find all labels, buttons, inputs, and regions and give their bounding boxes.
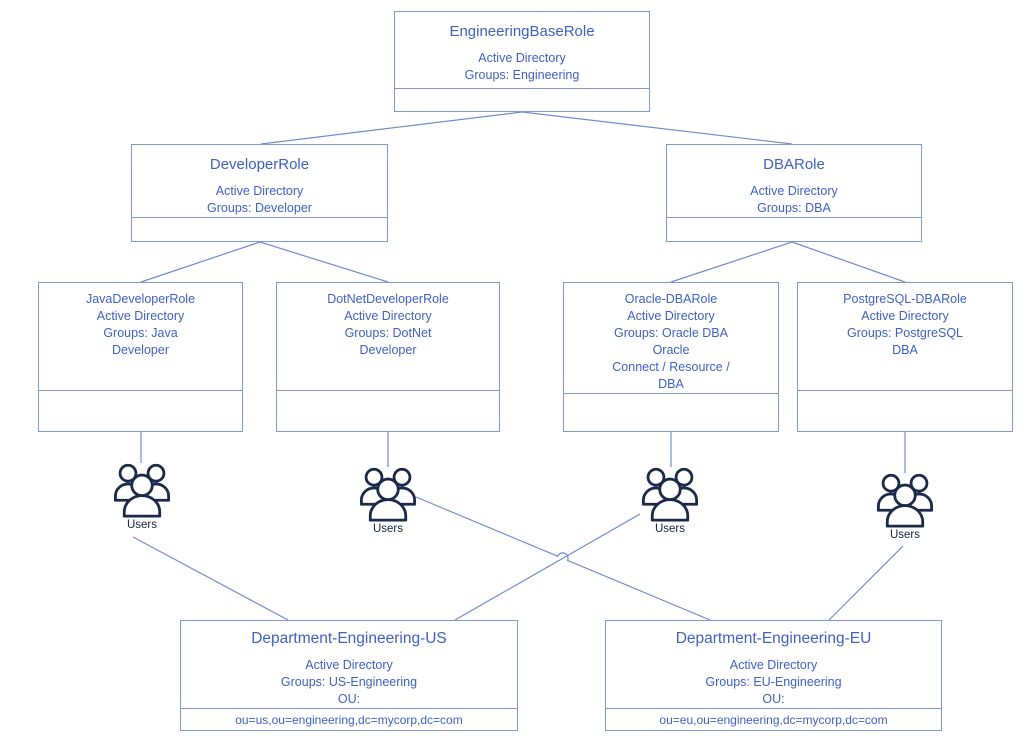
edge-oracle-users-to-dept-us xyxy=(454,513,641,621)
node-body: DBARole Active Directory Groups: DBA xyxy=(667,145,921,217)
node-line: Active Directory xyxy=(344,309,432,323)
node-line: OU: xyxy=(337,692,361,706)
node-line: Groups: PostgreSQL xyxy=(846,326,964,340)
edge-developer-to-dotnet xyxy=(259,241,389,283)
edge-base-to-developer xyxy=(260,111,523,145)
node-body: Department-Engineering-EU Active Directo… xyxy=(606,621,941,708)
node-line: Groups: Developer xyxy=(207,201,312,215)
node-body: Department-Engineering-US Active Directo… xyxy=(181,621,517,708)
node-line: DBA xyxy=(892,343,918,357)
ou-value: ou=us,ou=engineering,dc=mycorp,dc=com xyxy=(181,708,517,730)
users-group-oracle[interactable]: Users xyxy=(640,466,700,536)
edge-dba-to-oracle xyxy=(670,241,793,283)
node-line: Groups: EU-Engineering xyxy=(705,675,842,689)
node-body: PostgreSQL-DBARole Active Directory Grou… xyxy=(798,283,1012,390)
node-line: Active Directory xyxy=(215,184,304,198)
edge-dotnet-users-to-dept-eu xyxy=(415,496,711,621)
ou-value: ou=eu,ou=engineering,dc=mycorp,dc=com xyxy=(606,708,941,730)
users-group-postgresql[interactable]: Users xyxy=(875,472,935,542)
node-title: PostgreSQL-DBARole xyxy=(843,292,967,306)
node-body: EngineeringBaseRole Active Directory Gro… xyxy=(395,12,649,88)
node-developer-role[interactable]: DeveloperRole Active Directory Groups: D… xyxy=(131,144,388,242)
node-line: Active Directory xyxy=(478,51,566,65)
users-group-java[interactable]: Users xyxy=(112,462,172,532)
users-icon xyxy=(877,473,933,528)
node-empty-section xyxy=(798,390,1012,431)
node-line: Groups: Oracle DBA xyxy=(614,326,728,340)
node-title: Oracle-DBARole xyxy=(624,292,718,306)
node-title: Department-Engineering-US xyxy=(251,630,447,647)
node-empty-section xyxy=(667,217,921,241)
node-line: Groups: Engineering xyxy=(464,68,580,82)
edge-base-to-dba xyxy=(521,111,793,145)
node-line: Groups: US-Engineering xyxy=(280,675,418,689)
node-line: Active Directory xyxy=(627,309,715,323)
node-department-engineering-eu[interactable]: Department-Engineering-EU Active Directo… xyxy=(605,620,942,731)
node-empty-section xyxy=(39,390,242,431)
node-java-developer-role[interactable]: JavaDeveloperRole Active Directory Group… xyxy=(38,282,243,432)
node-line: Developer xyxy=(112,343,169,357)
node-body: JavaDeveloperRole Active Directory Group… xyxy=(39,283,242,390)
users-label: Users xyxy=(654,523,686,535)
users-label: Users xyxy=(372,523,404,535)
users-icon xyxy=(642,467,698,522)
node-line: Developer xyxy=(359,343,417,357)
node-empty-section xyxy=(564,393,778,431)
node-body: DotNetDeveloperRole Active Directory Gro… xyxy=(277,283,499,390)
users-icon xyxy=(114,463,171,518)
node-title: DotNetDeveloperRole xyxy=(327,292,449,306)
edge-dba-to-postgresql xyxy=(791,241,906,283)
node-line: Connect / Resource / xyxy=(612,360,730,374)
node-title: DBARole xyxy=(763,156,825,173)
users-icon xyxy=(360,467,416,522)
node-empty-section xyxy=(132,217,387,241)
users-label: Users xyxy=(126,519,158,531)
node-body: DeveloperRole Active Directory Groups: D… xyxy=(132,145,387,217)
node-line: Active Directory xyxy=(750,184,838,198)
node-dotnet-developer-role[interactable]: DotNetDeveloperRole Active Directory Gro… xyxy=(276,282,500,432)
node-empty-section xyxy=(395,88,649,111)
node-line: Active Directory xyxy=(861,309,949,323)
node-title: DeveloperRole xyxy=(209,156,310,173)
edge-developer-to-java xyxy=(140,241,261,283)
node-line: Active Directory xyxy=(729,658,818,672)
node-line: Groups: Java xyxy=(103,326,178,340)
edge-postgresql-users-to-dept-eu xyxy=(828,545,904,621)
node-title: EngineeringBaseRole xyxy=(449,23,595,40)
node-line: Groups: DBA xyxy=(757,201,831,215)
node-line: DBA xyxy=(658,377,684,391)
edge-java-users-to-dept-us xyxy=(132,536,289,621)
node-body: Oracle-DBARole Active Directory Groups: … xyxy=(564,283,778,393)
node-title: JavaDeveloperRole xyxy=(85,292,196,306)
node-line: Active Directory xyxy=(305,658,393,672)
node-line: Oracle xyxy=(652,343,690,357)
node-empty-section xyxy=(277,390,499,431)
users-label: Users xyxy=(889,529,921,541)
node-postgresql-dba-role[interactable]: PostgreSQL-DBARole Active Directory Grou… xyxy=(797,282,1013,432)
node-line: Groups: DotNet xyxy=(344,326,432,340)
node-dba-role[interactable]: DBARole Active Directory Groups: DBA xyxy=(666,144,922,242)
node-line: OU: xyxy=(762,692,785,706)
node-oracle-dba-role[interactable]: Oracle-DBARole Active Directory Groups: … xyxy=(563,282,779,432)
node-line: Active Directory xyxy=(96,309,185,323)
users-group-dotnet[interactable]: Users xyxy=(358,466,418,536)
node-engineering-base-role[interactable]: EngineeringBaseRole Active Directory Gro… xyxy=(394,11,650,112)
node-title: Department-Engineering-EU xyxy=(675,630,872,647)
node-department-engineering-us[interactable]: Department-Engineering-US Active Directo… xyxy=(180,620,518,731)
